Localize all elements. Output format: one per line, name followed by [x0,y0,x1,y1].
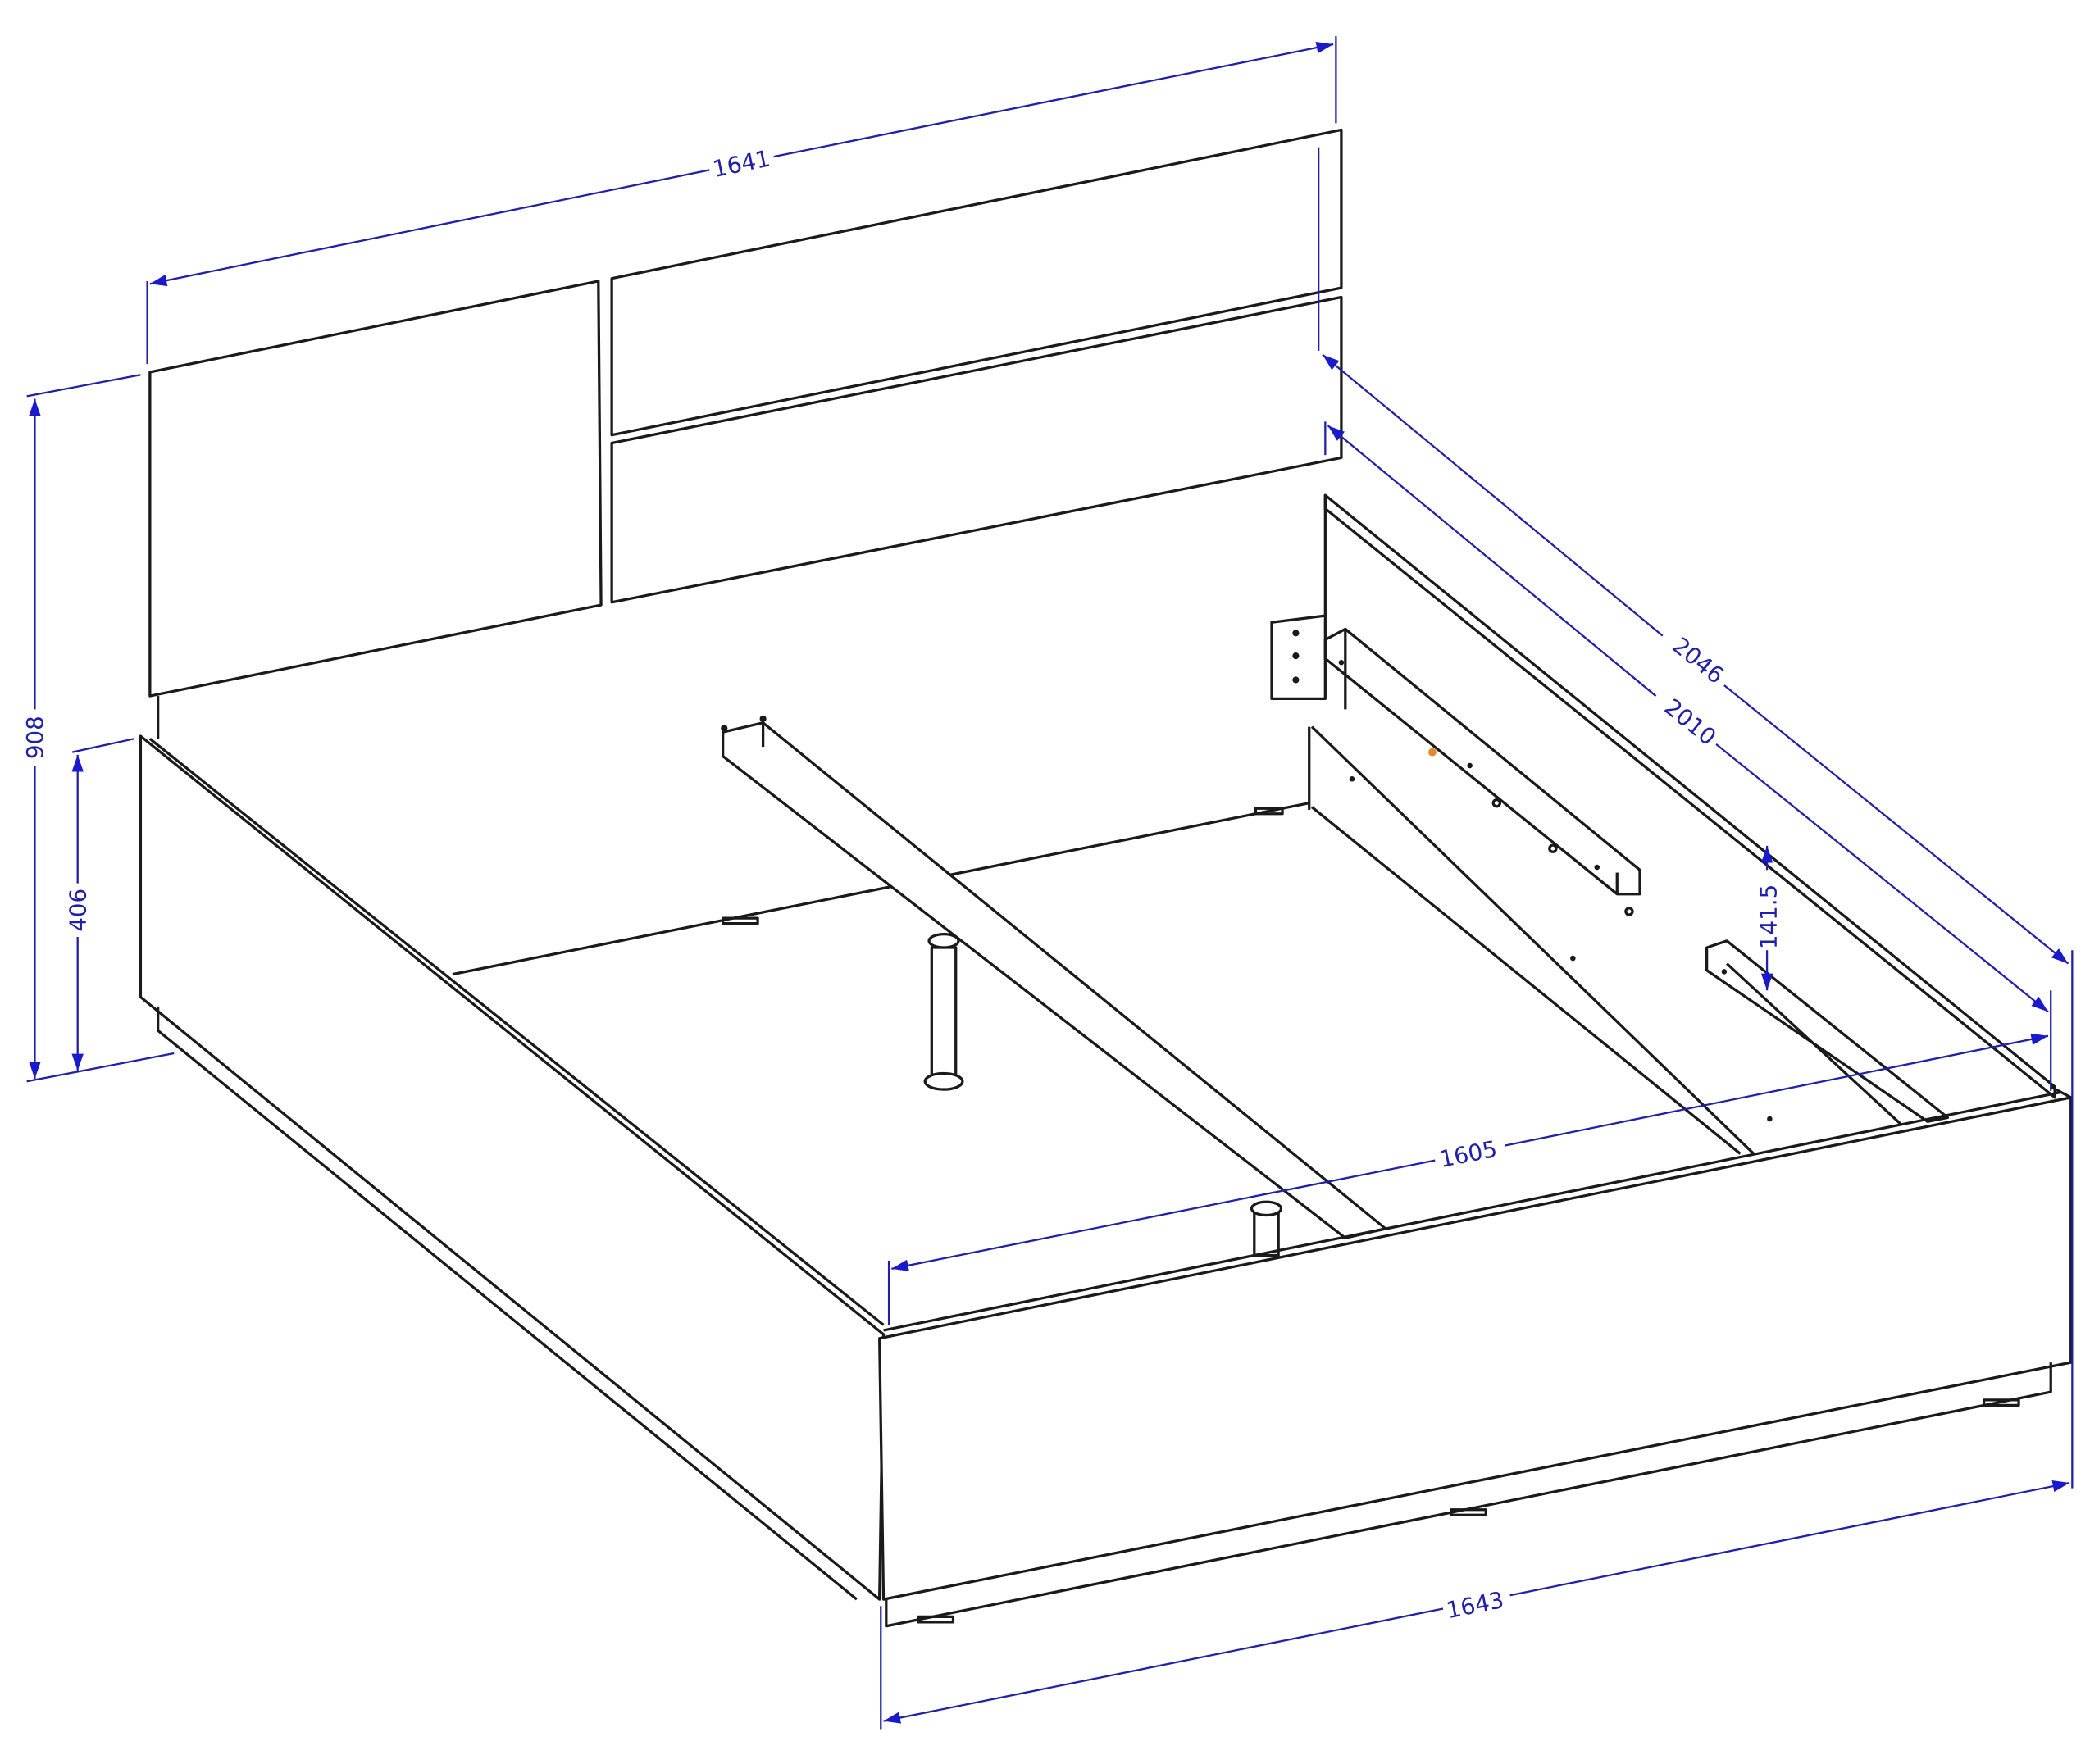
dim-headboard-width: 1641 [710,145,772,183]
dim-overall-height: 908 [21,716,48,759]
center-leg [930,946,958,1083]
dim-side-height: 406 [64,889,91,932]
headboard-left-panel [148,280,603,698]
dim-inner-length: 2010 [1660,693,1722,751]
center-beam [721,715,1387,1257]
dim-overall-width: 1643 [1444,1586,1506,1624]
left-side-panel [139,734,886,1601]
headboard-upper-panel [610,128,1343,437]
bed-base [139,734,2073,1628]
accent-dot [1428,748,1437,757]
dim-inner-width: 1605 [1437,1135,1500,1173]
dim-overall-length: 2046 [1667,632,1729,689]
headboard-lower-panel [610,295,1343,604]
dim-rail-offset: 141.5 [1755,884,1783,949]
foot-panel [878,1096,2073,1601]
bed-interior [452,493,2056,1155]
headboard [148,128,1343,739]
